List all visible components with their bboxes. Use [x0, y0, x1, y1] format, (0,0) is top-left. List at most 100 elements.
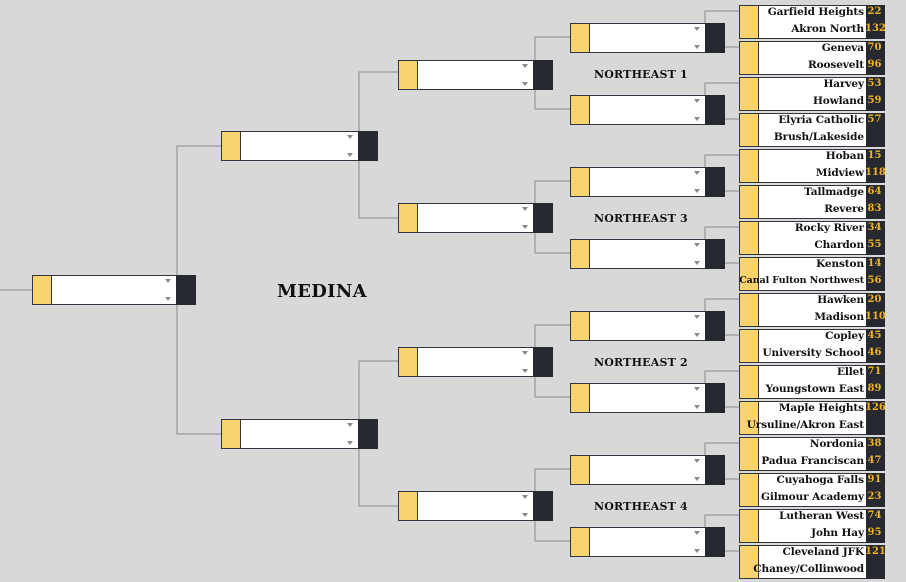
round2-slot[interactable] — [570, 455, 725, 485]
round2-slot[interactable] — [570, 311, 725, 341]
seed-box — [739, 257, 759, 291]
team-name: Kenston — [816, 258, 864, 270]
team-name: Cuyahoga Falls — [776, 474, 864, 486]
round2-slot[interactable] — [570, 23, 725, 53]
team-name: Rocky River — [794, 222, 864, 234]
team-name: Ellet — [836, 366, 864, 378]
team-score: 15 — [867, 150, 882, 161]
score-box — [705, 23, 725, 53]
round2-slot[interactable] — [570, 383, 725, 413]
team-score: 74 — [867, 510, 882, 521]
region-label-northeast-4: NORTHEAST 4 — [594, 500, 688, 513]
winner-select[interactable] — [242, 132, 357, 160]
winner-select[interactable] — [591, 384, 704, 412]
winner-select[interactable] — [242, 420, 357, 448]
semifinal-slot-bottom[interactable] — [221, 419, 378, 449]
score-box — [866, 113, 885, 147]
semifinal-slot-top[interactable] — [221, 131, 378, 161]
seed-box — [570, 311, 590, 341]
round2-slot[interactable] — [570, 239, 725, 269]
score-box — [533, 347, 553, 377]
round2-slot[interactable] — [570, 527, 725, 557]
score-box — [866, 221, 885, 255]
regional-final-slot-2[interactable] — [398, 347, 553, 377]
final-slot[interactable] — [32, 275, 196, 305]
winner-select[interactable] — [419, 492, 532, 520]
seed-box — [739, 329, 759, 363]
regional-final-slot-4[interactable] — [398, 491, 553, 521]
region-label-northeast-2: NORTHEAST 2 — [594, 356, 688, 369]
winner-select[interactable] — [419, 204, 532, 232]
chevron-down-icon — [694, 261, 700, 265]
seed-box — [570, 383, 590, 413]
team-score: 20 — [867, 294, 882, 305]
team-score: 121 — [865, 546, 886, 557]
chevron-down-icon — [694, 189, 700, 193]
team-name: Canal Fulton Northwest — [739, 275, 864, 286]
seed-box — [739, 113, 759, 147]
team-name: Nordonia — [809, 438, 864, 450]
score-box — [866, 545, 885, 579]
winner-select[interactable] — [419, 348, 532, 376]
team-score: 95 — [867, 527, 882, 538]
chevron-up-icon — [694, 243, 700, 247]
team-name: Lutheran West — [779, 510, 864, 522]
chevron-down-icon — [694, 117, 700, 121]
team-score: 132 — [865, 23, 886, 34]
winner-select[interactable] — [591, 312, 704, 340]
team-name: Tallmadge — [804, 186, 864, 198]
team-score: 23 — [867, 491, 882, 502]
score-box — [358, 131, 378, 161]
winner-select[interactable] — [591, 528, 704, 556]
team-score: 83 — [867, 203, 882, 214]
regional-final-slot-1[interactable] — [398, 60, 553, 90]
seed-box — [739, 149, 759, 183]
round2-slot[interactable] — [570, 167, 725, 197]
seed-box — [739, 473, 759, 507]
winner-select[interactable] — [591, 240, 704, 268]
winner-select[interactable] — [591, 96, 704, 124]
seed-box — [570, 95, 590, 125]
team-name: Madison — [814, 311, 864, 323]
team-score: 57 — [867, 114, 882, 125]
winner-select[interactable] — [419, 61, 532, 89]
chevron-up-icon — [347, 135, 353, 139]
round2-slot[interactable] — [570, 95, 725, 125]
winner-select[interactable] — [591, 24, 704, 52]
winner-select[interactable] — [591, 168, 704, 196]
regional-final-slot-3[interactable] — [398, 203, 553, 233]
team-name: Revere — [824, 203, 864, 215]
seed-box — [739, 41, 759, 75]
score-box — [866, 5, 885, 39]
score-box — [533, 491, 553, 521]
chevron-up-icon — [694, 459, 700, 463]
seed-box — [398, 203, 418, 233]
seed-box — [739, 293, 759, 327]
team-score: 71 — [867, 366, 882, 377]
chevron-up-icon — [694, 531, 700, 535]
team-name: Garfield Heights — [767, 6, 864, 18]
team-name: Roosevelt — [807, 59, 864, 71]
winner-select[interactable] — [53, 276, 175, 304]
seed-box — [739, 437, 759, 471]
team-name: Padua Franciscan — [761, 455, 864, 467]
seed-box — [739, 509, 759, 543]
team-name: Geneva — [821, 42, 864, 54]
winner-select[interactable] — [591, 456, 704, 484]
